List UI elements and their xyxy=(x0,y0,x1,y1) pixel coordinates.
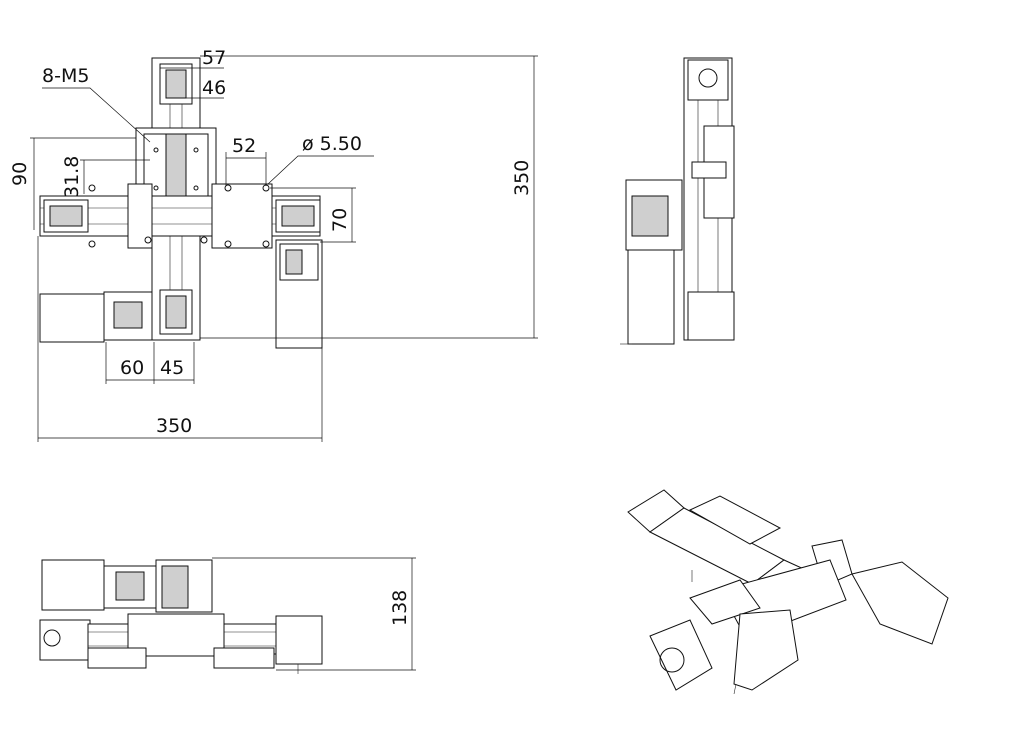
front-motor xyxy=(41,559,105,611)
thread-callout: 8-M5 xyxy=(42,65,89,87)
front-left-end xyxy=(39,619,91,661)
dim-350-vertical: 350 xyxy=(511,160,533,196)
dim-70: 70 xyxy=(329,208,351,232)
dim-138: 138 xyxy=(389,590,411,626)
dim-46: 46 xyxy=(202,77,226,99)
top-view: 57 46 8-M5 52 ø 5.50 90 31.8 70 350 xyxy=(9,47,538,442)
front-right-motor xyxy=(275,615,323,665)
iso-left-end xyxy=(649,619,713,691)
side-motor xyxy=(687,291,735,341)
dim-52: 52 xyxy=(232,135,256,157)
dim-90: 90 xyxy=(9,162,31,186)
dim-31-8: 31.8 xyxy=(61,156,83,198)
iso-right-motor xyxy=(851,561,949,645)
dim-57: 57 xyxy=(202,47,226,69)
side-left-motor xyxy=(627,249,675,345)
dim-350-horizontal: 350 xyxy=(156,415,192,437)
hole-callout: ø 5.50 xyxy=(302,133,362,155)
iso-front-motor xyxy=(733,609,799,691)
dim-45: 45 xyxy=(160,357,184,379)
dim-60: 60 xyxy=(120,357,144,379)
side-view xyxy=(620,57,735,345)
isometric-view xyxy=(627,489,949,695)
front-view: 138 xyxy=(39,557,416,674)
x-motor xyxy=(39,293,105,343)
